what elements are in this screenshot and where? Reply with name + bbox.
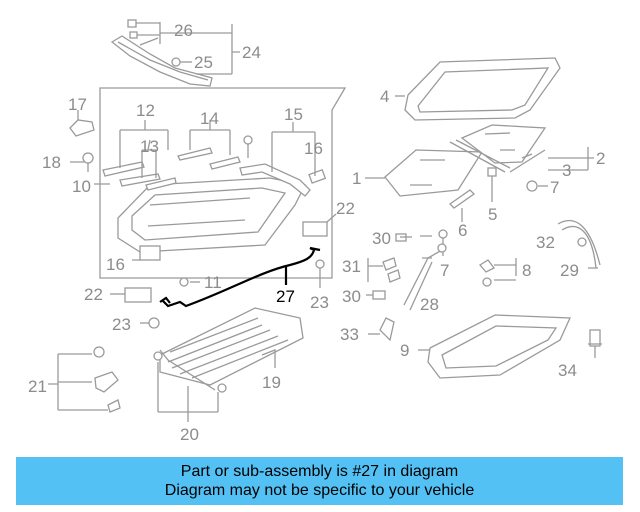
callout-29: 29 — [560, 261, 579, 280]
callout-13: 13 — [140, 137, 159, 156]
callout-23a: 23 — [310, 293, 329, 312]
callout-3: 3 — [562, 161, 571, 180]
callout-30a: 30 — [372, 229, 391, 248]
callout-32: 32 — [536, 233, 555, 252]
callout-22b: 22 — [84, 285, 103, 304]
callout-6: 6 — [458, 221, 467, 240]
callout-10: 10 — [72, 177, 91, 196]
callout-7b: 7 — [440, 261, 449, 280]
callout-26: 26 — [174, 21, 193, 40]
parts-diagram: 1 2 3 4 5 6 7 7 8 9 10 11 12 13 14 15 16… — [28, 19, 605, 444]
callout-7a: 7 — [550, 178, 559, 197]
banner-line-2: Diagram may not be specific to your vehi… — [164, 482, 475, 499]
callout-31: 31 — [342, 257, 361, 276]
callout-15: 15 — [284, 105, 303, 124]
sunshade-parts — [48, 213, 337, 422]
callout-27[interactable]: 27 — [276, 287, 295, 306]
callout-5: 5 — [488, 205, 497, 224]
callout-9: 9 — [400, 341, 409, 360]
callout-16b: 16 — [106, 255, 125, 274]
callout-25: 25 — [194, 53, 213, 72]
callout-11: 11 — [204, 273, 222, 292]
roof-frame-assembly — [69, 87, 347, 279]
callout-24: 24 — [242, 43, 261, 62]
callout-16a: 16 — [304, 139, 323, 158]
callout-30b: 30 — [342, 287, 361, 306]
callout-21: 21 — [28, 377, 47, 396]
part-27-highlighted[interactable] — [159, 246, 321, 308]
sunroof-glass-parts — [365, 57, 602, 379]
callout-8: 8 — [522, 261, 531, 280]
callout-1: 1 — [352, 169, 361, 188]
callout-2: 2 — [596, 149, 605, 168]
callout-17: 17 — [68, 95, 87, 114]
callout-4: 4 — [380, 87, 389, 106]
callout-28: 28 — [420, 295, 439, 314]
callout-19: 19 — [262, 373, 281, 392]
callout-20: 20 — [180, 425, 199, 444]
callout-14: 14 — [200, 109, 219, 128]
callout-23b: 23 — [112, 315, 131, 334]
part-24-assembly — [110, 19, 240, 87]
banner-line-1: Part or sub-assembly is #27 in diagram — [180, 463, 459, 480]
info-banner: Part or sub-assembly is #27 in diagram D… — [16, 457, 623, 505]
callout-22a: 22 — [336, 199, 355, 218]
callout-34: 34 — [558, 361, 577, 380]
callout-12: 12 — [136, 101, 155, 120]
callout-18: 18 — [42, 153, 61, 172]
callout-33: 33 — [340, 325, 359, 344]
